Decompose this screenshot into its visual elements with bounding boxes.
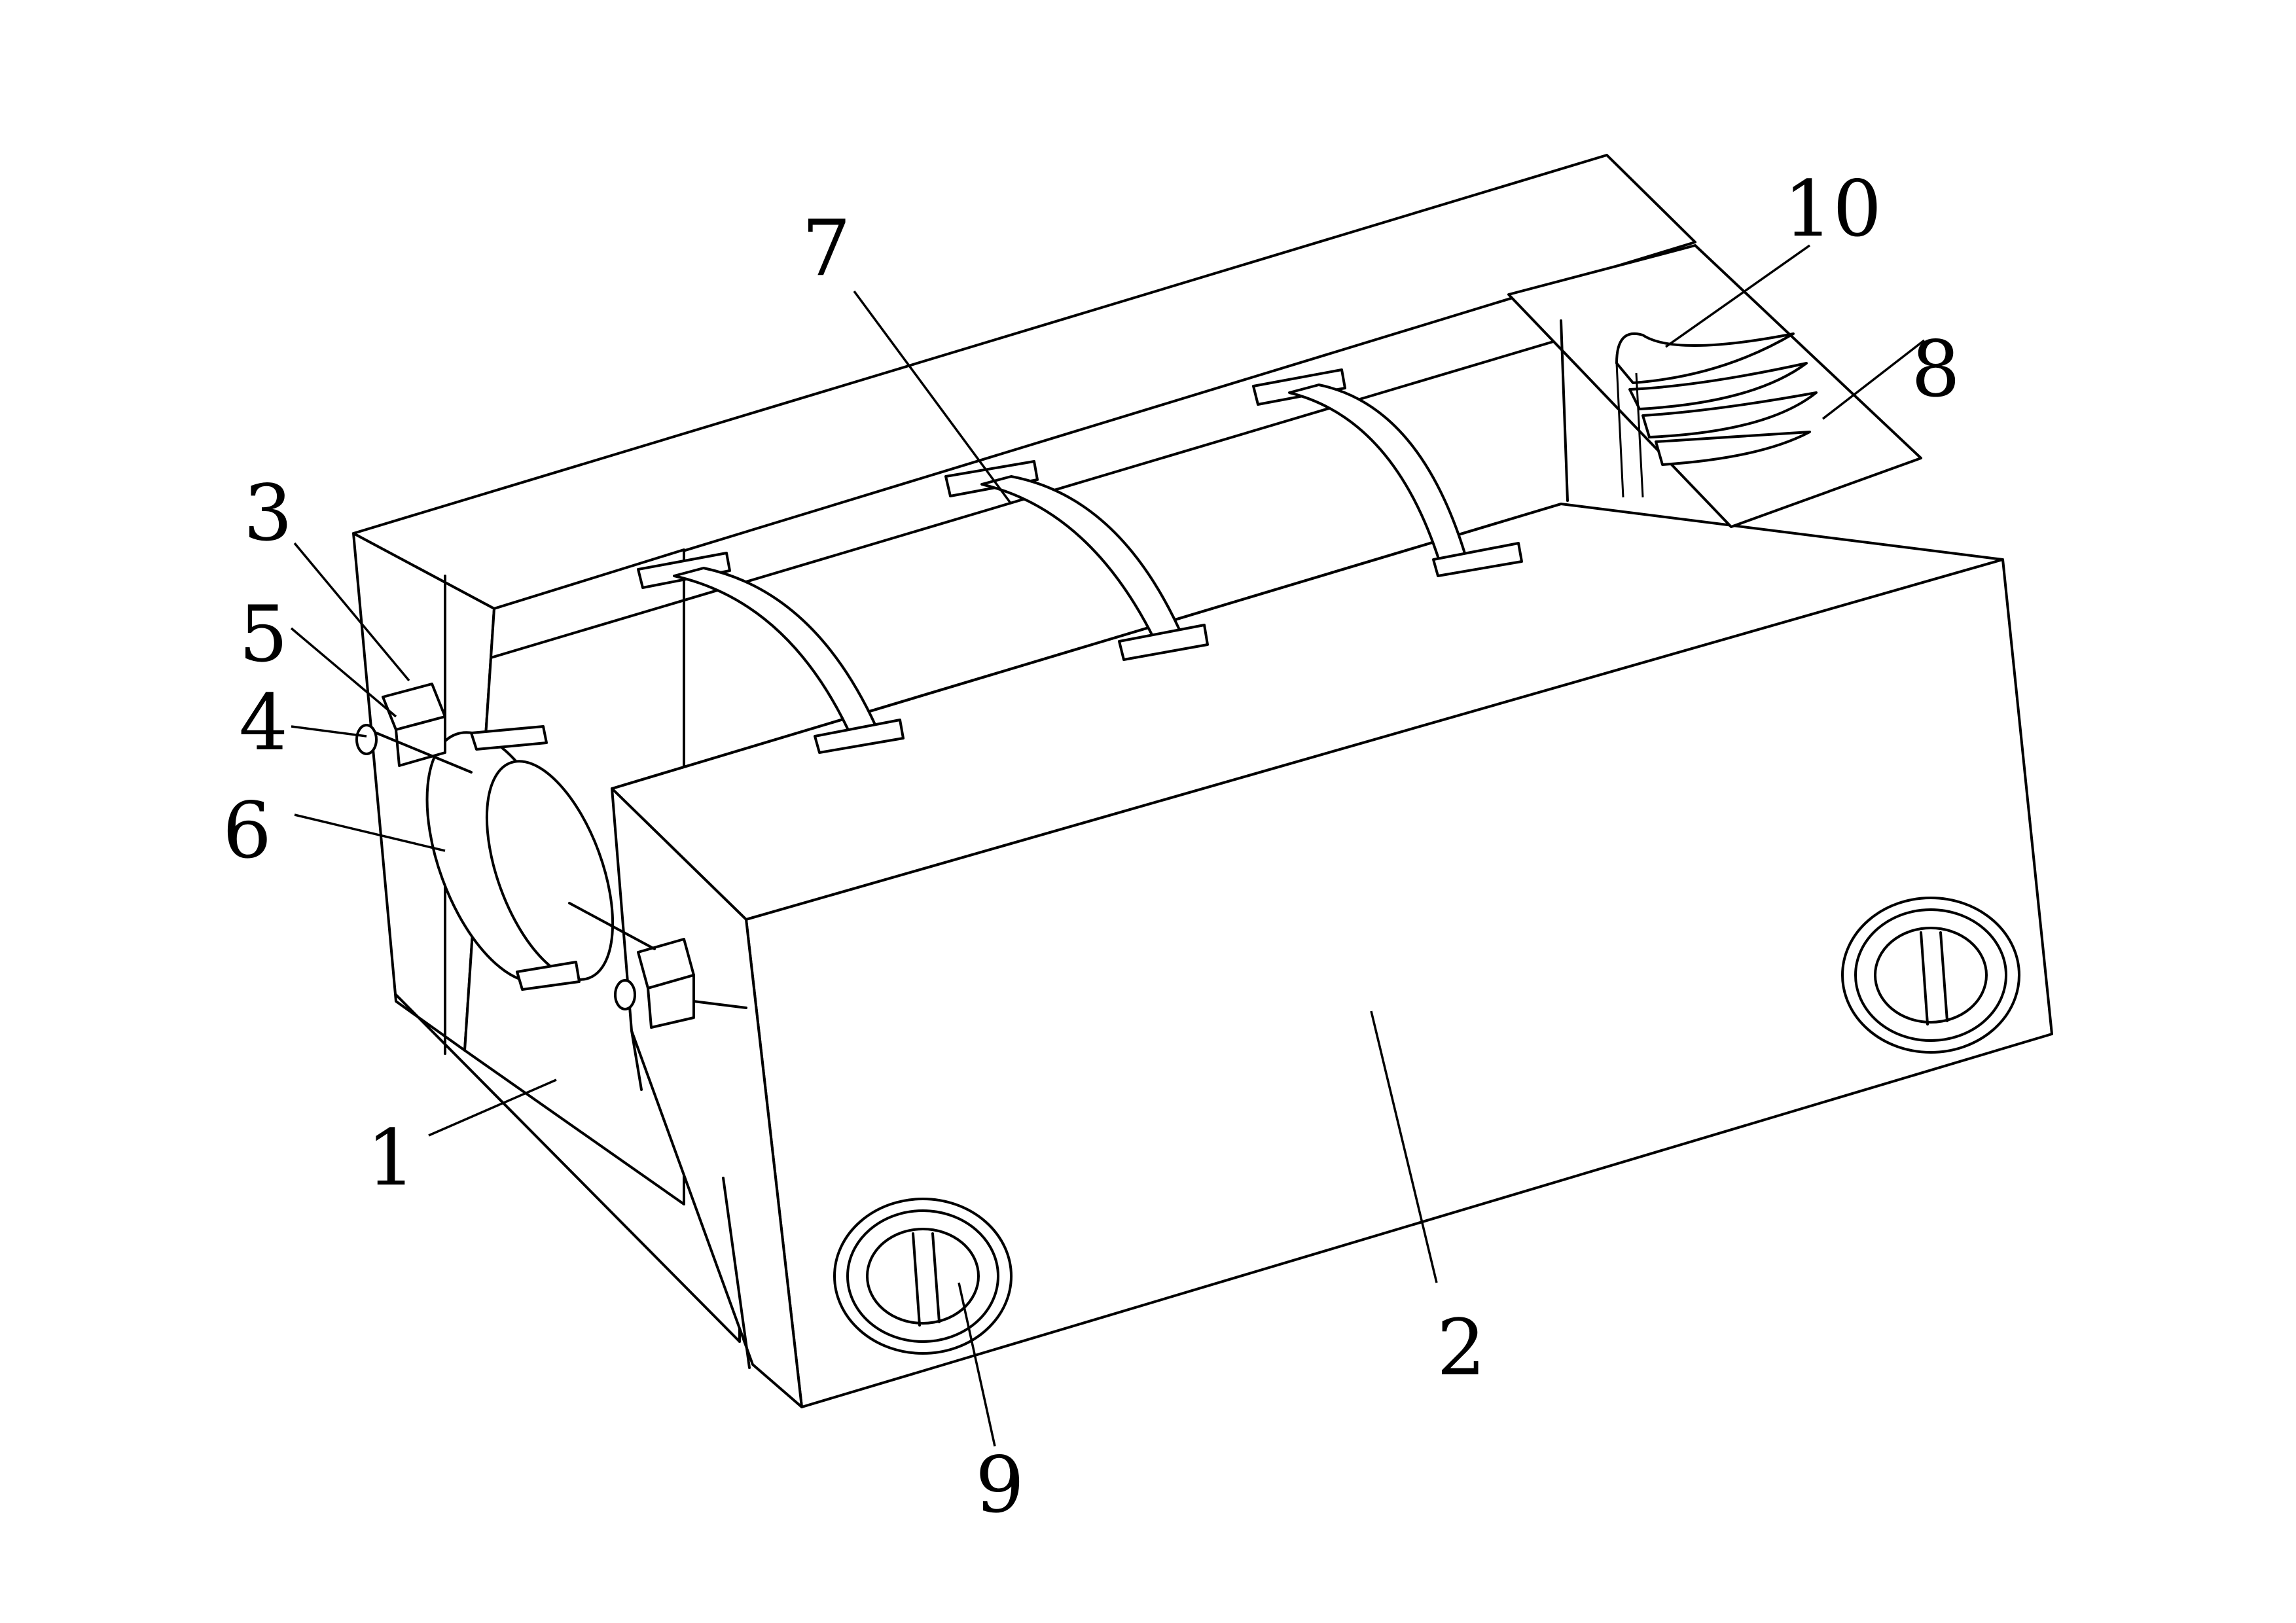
mounting-hardware <box>355 683 747 1029</box>
leader-10 <box>1664 244 1811 348</box>
drain-plug-right <box>1841 897 2020 1054</box>
callout-10: 10 <box>1784 164 1882 254</box>
heat-sink-divider <box>1560 319 1569 502</box>
leader-5 <box>290 627 397 718</box>
callout-3: 3 <box>243 468 293 558</box>
heat-sink-root-2 <box>1635 372 1644 498</box>
clamp-strap-3 <box>1252 368 1523 577</box>
leader-6 <box>294 813 446 852</box>
mount-block-lower-face <box>647 974 695 1029</box>
leader-2 <box>1370 1010 1438 1283</box>
clamp-straps <box>637 368 1523 754</box>
pipe-ring-top-tab <box>470 725 548 751</box>
leader-9 <box>958 1282 996 1447</box>
bolt-shaft-lower-tail <box>692 1000 747 1009</box>
channel-edge-lower <box>611 503 1562 790</box>
callout-6: 6 <box>223 785 272 876</box>
callout-8: 8 <box>1911 324 1960 414</box>
bolt-shaft-upper <box>375 732 473 774</box>
clamp-strap-1 <box>637 552 905 754</box>
bolt-shaft-lower <box>568 902 656 950</box>
bolt-head-upper <box>355 724 378 755</box>
pipe-ring-bottom-tab <box>516 961 581 991</box>
leader-4 <box>291 725 367 738</box>
leader-3 <box>293 542 410 682</box>
heat-sink <box>1507 244 1922 528</box>
callout-5: 5 <box>239 589 288 679</box>
leader-1 <box>428 1079 557 1137</box>
callout-7: 7 <box>802 203 851 293</box>
drain-plug-left <box>833 1198 1013 1355</box>
callout-labels: 1 2 3 4 5 6 7 8 9 10 <box>223 164 1960 1530</box>
housing-2-step-edge <box>630 1029 643 1091</box>
mount-block-upper-face <box>395 715 446 767</box>
housing-1-bottom-edge <box>395 993 741 1343</box>
heat-sink-fin-1 <box>1615 332 1795 384</box>
pipe-ring <box>425 725 615 991</box>
callout-9: 9 <box>975 1440 1024 1530</box>
clamp-strap-2 <box>944 460 1209 661</box>
housing-2-lower-edge <box>722 1177 751 1369</box>
callout-4: 4 <box>239 677 288 768</box>
leader-8 <box>1821 339 1926 420</box>
heat-sink-root <box>1615 363 1624 498</box>
housing-2 <box>611 503 2053 1408</box>
callout-1: 1 <box>367 1113 416 1203</box>
heat-sink-fin-2 <box>1628 362 1808 410</box>
bolt-head-lower <box>614 979 636 1010</box>
heat-sink-fin-3 <box>1641 391 1818 438</box>
pipe-ring-inner <box>485 760 615 981</box>
leader-7 <box>853 290 1013 505</box>
heat-sink-fin-4 <box>1655 431 1811 466</box>
leader-lines <box>290 244 1926 1447</box>
callout-2: 2 <box>1437 1302 1486 1393</box>
